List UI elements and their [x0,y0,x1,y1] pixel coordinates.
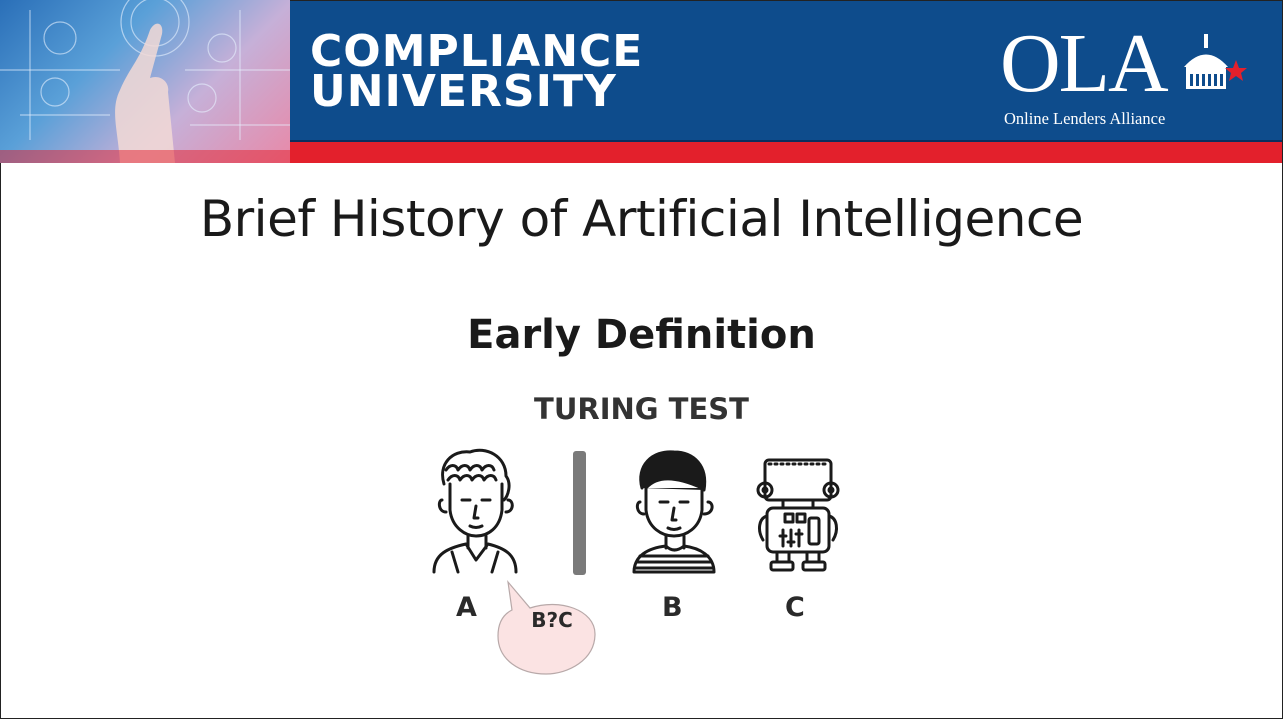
ola-logo: OLA Online Lenders Alliance [1000,22,1250,132]
label-c: C [785,592,805,623]
slide-subtitle: Early Definition [467,312,816,358]
separator-wall [573,451,586,575]
curly-hair-person-icon [430,444,520,579]
logo-letters: OLA [1000,17,1169,110]
logo-subtitle: Online Lenders Alliance [1004,109,1166,128]
speech-bubble-text: B?C [531,608,573,632]
slide-title: Brief History of Artificial Intelligence [199,190,1084,248]
label-b: B [662,592,683,623]
speech-bubble-icon [497,580,596,675]
banner-red-stripe [1,142,1282,163]
brand-line-2: UNIVERSITY [310,66,617,117]
brand-line-1: COMPLIANCE [310,26,644,77]
person-striped-shirt-icon [628,444,718,579]
robot-icon [755,456,841,579]
star-icon [1225,60,1247,81]
turing-test-heading: TURING TEST [534,392,749,426]
brand-title: COMPLIANCE UNIVERSITY [310,26,644,117]
label-a: A [456,592,477,623]
header-photo-hand-icon [0,0,290,163]
capitol-dome-icon [1184,34,1247,89]
